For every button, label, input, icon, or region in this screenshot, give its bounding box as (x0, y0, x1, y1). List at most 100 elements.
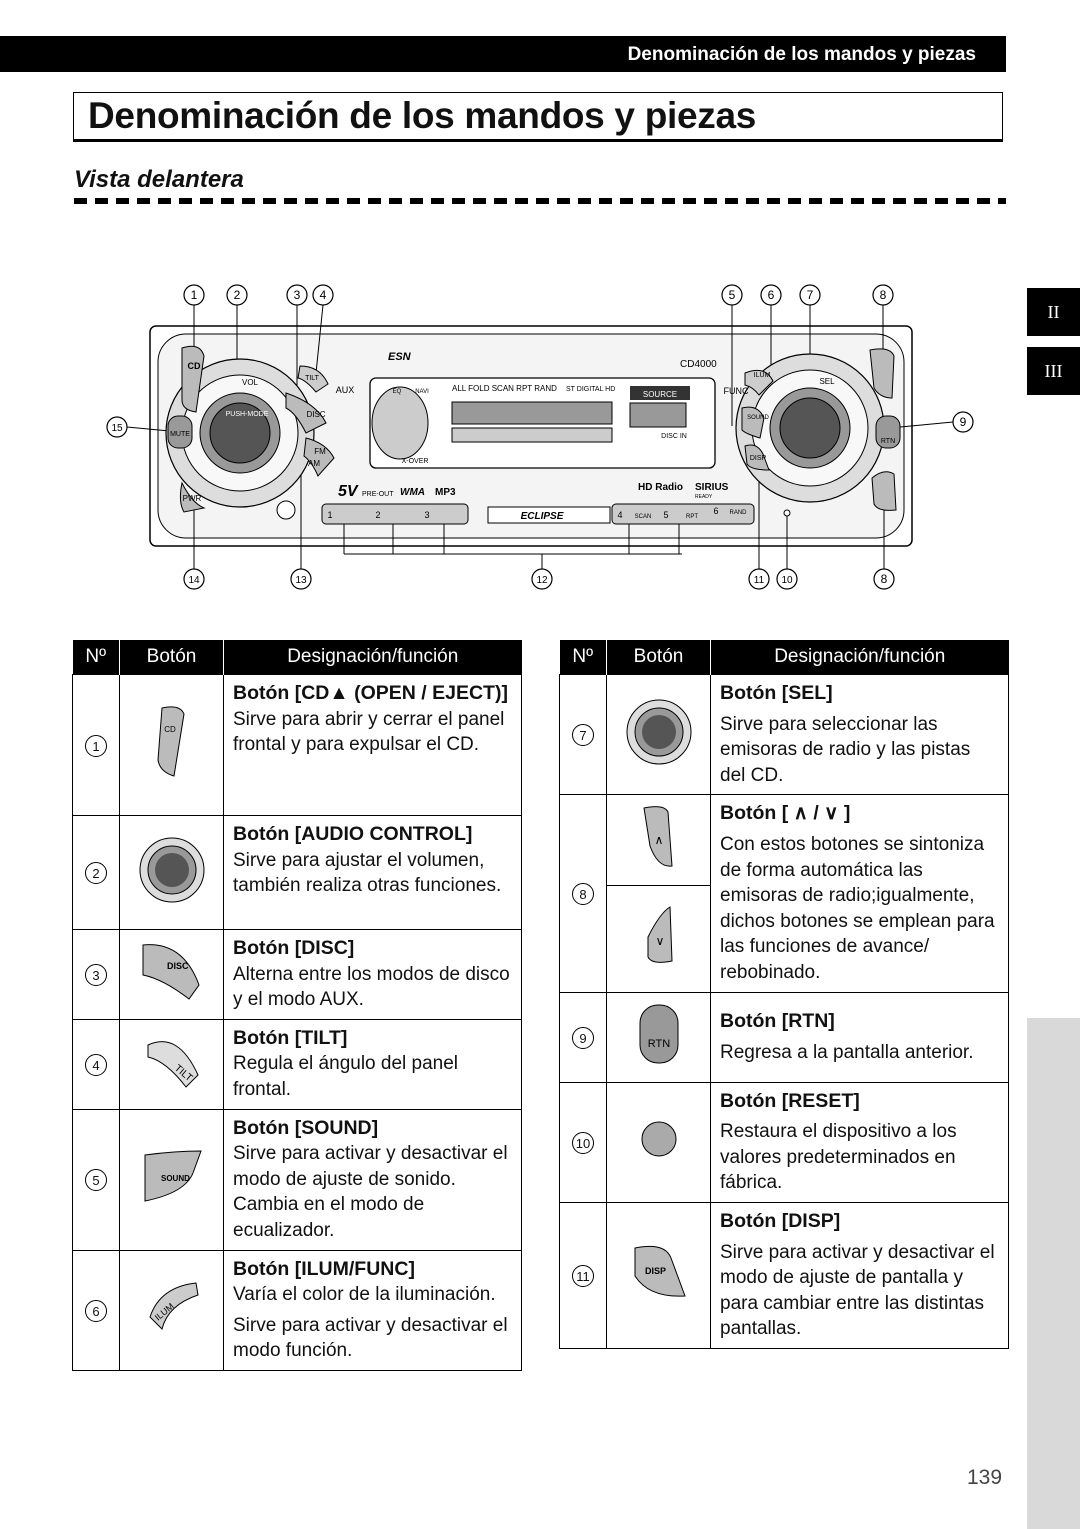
row-number: 9 (572, 1026, 594, 1049)
svg-text:SOUND: SOUND (161, 1174, 190, 1183)
diagram-label-cd: CD (188, 361, 201, 371)
diagram-label-hdradio: HD Radio (638, 482, 683, 493)
diagram-label-disp: DISP (750, 455, 767, 462)
row-number: 6 (85, 1299, 107, 1322)
diagram-preset-scan: SCAN (635, 514, 652, 520)
button-title: Botón [RESET] (720, 1089, 860, 1112)
side-tab-ii[interactable]: II (1027, 288, 1080, 336)
diagram-preset-5: 5 (663, 510, 668, 520)
table-row: 5 SOUND Botón [SOUND] Sirve para activar … (72, 1108, 522, 1251)
button-title: Botón [ ∧ / ∨ ] (720, 802, 851, 825)
diagram-preset-6: 6 (713, 506, 718, 516)
diagram-label-tilt: TILT (305, 375, 320, 382)
diagram-label-am: AM (308, 459, 320, 468)
button-description: Alterna entre los modos de disco y el mo… (233, 963, 510, 1011)
button-title: Botón [CD▲ (OPEN / EJECT)] (233, 682, 508, 704)
button-description: Sirve para abrir y cerrar el panel front… (233, 708, 505, 756)
diagram-label-xover: X-OVER (402, 458, 429, 465)
diagram-preset-rand: RAND (729, 510, 747, 516)
diagram-preset-4: 4 (617, 510, 622, 520)
button-description: Restaura el dispositivo a los valores pr… (720, 1121, 957, 1194)
callout-3: 3 (294, 288, 301, 302)
button-title: Botón [TILT] (233, 1026, 348, 1049)
up-button-icon: ∧ (642, 806, 673, 867)
callout-4: 4 (320, 288, 327, 302)
disp-button-icon: DISP (634, 1246, 686, 1298)
callout-1: 1 (191, 288, 198, 302)
callout-11: 11 (754, 575, 765, 586)
table-row: 8 ∧ Botón [ ∧ / ∨ ] Con estos botones se … (559, 794, 1009, 993)
button-description: Sirve para seleccionar las emisoras de r… (720, 713, 971, 786)
reset-button-icon (641, 1121, 676, 1157)
table-row: 9 RTN Botón [RTN]Regresa a la pantalla a… (559, 991, 1009, 1083)
callout-5: 5 (729, 288, 736, 302)
diagram-preset-2: 2 (375, 510, 380, 520)
table-row: 1 CD Botón [CD▲ (OPEN / EJECT)]Sirve par… (72, 674, 522, 816)
row-number: 8 (572, 882, 594, 905)
svg-text:DISP: DISP (645, 1266, 666, 1276)
diagram-label-esn: ESN (388, 351, 412, 363)
diagram-label-source: SOURCE (643, 390, 677, 399)
section-header-text: Denominación de los mandos y piezas (627, 44, 976, 65)
row-number: 2 (85, 862, 107, 884)
diagram-preset-rpt: RPT (686, 514, 698, 520)
row-number: 7 (572, 724, 594, 747)
header-button: Botón (119, 640, 224, 675)
diagram-label-disc: DISC (306, 410, 325, 419)
button-title: Botón [SOUND] (233, 1116, 379, 1139)
front-panel-diagram: 1 2 3 4 5 6 7 8 15 9 14 13 12 11 10 8 (106, 284, 974, 590)
table-row: ∨ (560, 885, 1009, 993)
button-title: Botón [DISC] (233, 937, 355, 959)
row-number: 5 (85, 1169, 107, 1192)
subtitle: Vista delantera (74, 166, 244, 193)
diagram-label-fm: FM (314, 447, 326, 456)
diagram-label-st-digital: ST DIGITAL HD (566, 386, 615, 393)
svg-text:∨: ∨ (655, 934, 664, 948)
page-title: Denominación de los mandos y piezas (88, 95, 757, 136)
button-title: Botón [AUDIO CONTROL] (233, 823, 473, 845)
sound-button-icon: SOUND (144, 1150, 202, 1202)
button-description: Varía el color de la iluminación. (233, 1284, 496, 1306)
section-header-bar: Denominación de los mandos y piezas (0, 36, 1006, 72)
callout-14: 14 (188, 575, 200, 586)
table-row: 4 TILT Botón [TILT]Regula el ángulo del … (72, 1018, 522, 1110)
diagram-label-eq: EQ (393, 389, 402, 395)
diagram-label-ilum: ILUM (754, 372, 771, 379)
button-description: Sirve para activar y desactivar el modo … (233, 1143, 508, 1241)
disc-button-icon: DISC (142, 944, 200, 1001)
diagram-label-5v: 5V (338, 483, 359, 500)
diagram-label-func: FUNC (724, 386, 749, 396)
side-margin-band (1027, 1018, 1080, 1529)
header-function: Designación/función (223, 640, 522, 675)
callout-9: 9 (960, 415, 967, 429)
callout-8-top: 8 (880, 288, 887, 302)
diagram-preset-3: 3 (424, 510, 429, 520)
table-row: 11 DISP Botón [DISP]Sirve para activar y… (559, 1201, 1009, 1349)
side-tab-iii[interactable]: III (1027, 347, 1080, 395)
row-number: 11 (572, 1264, 594, 1287)
left-spec-table: Nº Botón Designación/función 1 CD Botón … (72, 640, 522, 1371)
header-num: Nº (559, 640, 607, 675)
diagram-label-sel: SEL (819, 377, 835, 386)
diagram-label-vol: VOL (242, 378, 259, 387)
row-number: 10 (572, 1131, 594, 1154)
button-description: Sirve para activar y desactivar el modo … (720, 1241, 995, 1340)
tilt-button-icon: TILT (147, 1041, 199, 1088)
diagram-label-model: CD4000 (680, 359, 717, 370)
callout-8-bottom: 8 (881, 572, 888, 586)
diagram-label-pwr: PWR (183, 494, 202, 503)
diagram-label-navi: NAVI (415, 389, 429, 395)
header-function: Designación/función (710, 640, 1009, 675)
button-description: Con estos botones se sintoniza de forma … (720, 833, 995, 983)
callout-13: 13 (295, 575, 307, 586)
callout-12: 12 (536, 575, 548, 586)
svg-text:RTN: RTN (647, 1038, 669, 1050)
button-description: Regresa a la pantalla anterior. (720, 1041, 974, 1063)
diagram-label-wma: WMA (400, 487, 425, 498)
callout-6: 6 (768, 288, 775, 302)
rtn-button-icon: RTN (639, 1004, 678, 1064)
diagram-label-flags: ALL FOLD SCAN RPT RAND (452, 384, 557, 393)
diagram-preset-1: 1 (327, 510, 332, 520)
diagram-label-disc-in: DISC IN (661, 433, 687, 440)
diagram-label-sirius: SIRIUS (695, 482, 729, 493)
